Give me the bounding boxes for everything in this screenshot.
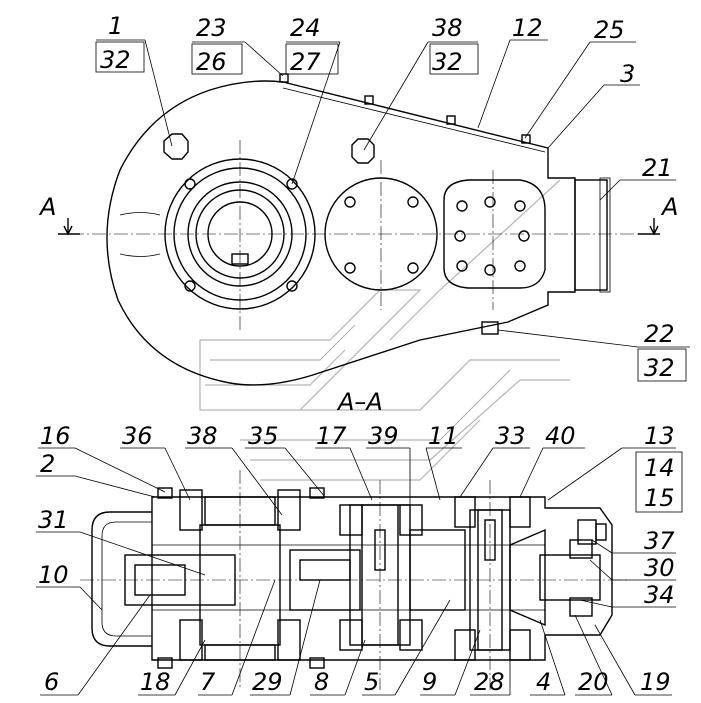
cut-label-left: A bbox=[38, 193, 56, 221]
callout-13: 13 bbox=[644, 422, 675, 450]
callout-labels-section: 16 36 38 35 17 39 11 33 40 13 14 15 2 31… bbox=[38, 422, 683, 609]
callout-36: 36 bbox=[122, 422, 153, 450]
callout-labels-top: 1 32 23 26 24 27 38 32 12 25 3 21 22 32 bbox=[95, 12, 687, 382]
cut-label-right: A bbox=[660, 193, 678, 221]
callout-40: 40 bbox=[545, 422, 576, 450]
gearbox-top-view bbox=[70, 73, 640, 386]
callout-32b: 32 bbox=[432, 48, 463, 76]
callout-21: 21 bbox=[642, 154, 673, 182]
callout-box-1-32 bbox=[95, 41, 145, 73]
callout-4: 4 bbox=[536, 668, 551, 696]
callout-14: 14 bbox=[644, 454, 675, 482]
callout-32a: 32 bbox=[100, 46, 131, 74]
callout-17: 17 bbox=[316, 422, 347, 450]
callout-26: 26 bbox=[196, 48, 227, 76]
callout-15: 15 bbox=[644, 484, 675, 512]
callout-32c: 32 bbox=[644, 354, 675, 382]
cut-marker-left: A bbox=[38, 193, 80, 236]
leader-lines bbox=[36, 39, 690, 696]
callout-38a: 38 bbox=[432, 14, 463, 42]
callout-20: 20 bbox=[578, 668, 609, 696]
callout-39: 39 bbox=[368, 422, 399, 450]
callout-29: 29 bbox=[252, 668, 283, 696]
callout-33: 33 bbox=[495, 422, 526, 450]
callout-24: 24 bbox=[290, 14, 321, 42]
callout-35: 35 bbox=[248, 422, 279, 450]
callout-10: 10 bbox=[38, 561, 69, 589]
callout-box-23-26 bbox=[191, 43, 243, 75]
section-label: A–A bbox=[336, 388, 383, 416]
callout-37: 37 bbox=[644, 527, 675, 555]
callout-7: 7 bbox=[200, 668, 216, 696]
callout-box-13-14-15 bbox=[635, 451, 683, 513]
callout-34: 34 bbox=[644, 581, 675, 609]
callout-23: 23 bbox=[196, 14, 227, 42]
callout-16: 16 bbox=[40, 422, 71, 450]
gearbox-section-view bbox=[80, 470, 630, 690]
callout-5: 5 bbox=[364, 668, 379, 696]
callout-27: 27 bbox=[290, 48, 321, 76]
callout-22: 22 bbox=[644, 320, 675, 348]
callout-8: 8 bbox=[314, 668, 329, 696]
cut-marker-right: A bbox=[638, 193, 678, 236]
callout-18: 18 bbox=[140, 668, 171, 696]
callout-box-24-27 bbox=[285, 43, 339, 75]
callout-19: 19 bbox=[640, 668, 671, 696]
callout-box-22-32 bbox=[637, 348, 687, 382]
callout-1: 1 bbox=[108, 12, 123, 40]
callout-6: 6 bbox=[44, 668, 59, 696]
callout-38b: 38 bbox=[187, 422, 218, 450]
callout-11: 11 bbox=[428, 422, 459, 450]
callout-9: 9 bbox=[422, 668, 437, 696]
callout-3: 3 bbox=[620, 60, 635, 88]
callout-2: 2 bbox=[40, 450, 55, 478]
callout-28: 28 bbox=[474, 668, 505, 696]
callout-12: 12 bbox=[512, 14, 543, 42]
callout-25: 25 bbox=[594, 16, 625, 44]
callout-box-38-32 bbox=[429, 43, 479, 75]
callout-31: 31 bbox=[38, 506, 69, 534]
callout-30: 30 bbox=[644, 554, 675, 582]
callout-labels-bottom: 6 18 7 29 8 5 9 28 4 20 19 bbox=[44, 668, 671, 696]
